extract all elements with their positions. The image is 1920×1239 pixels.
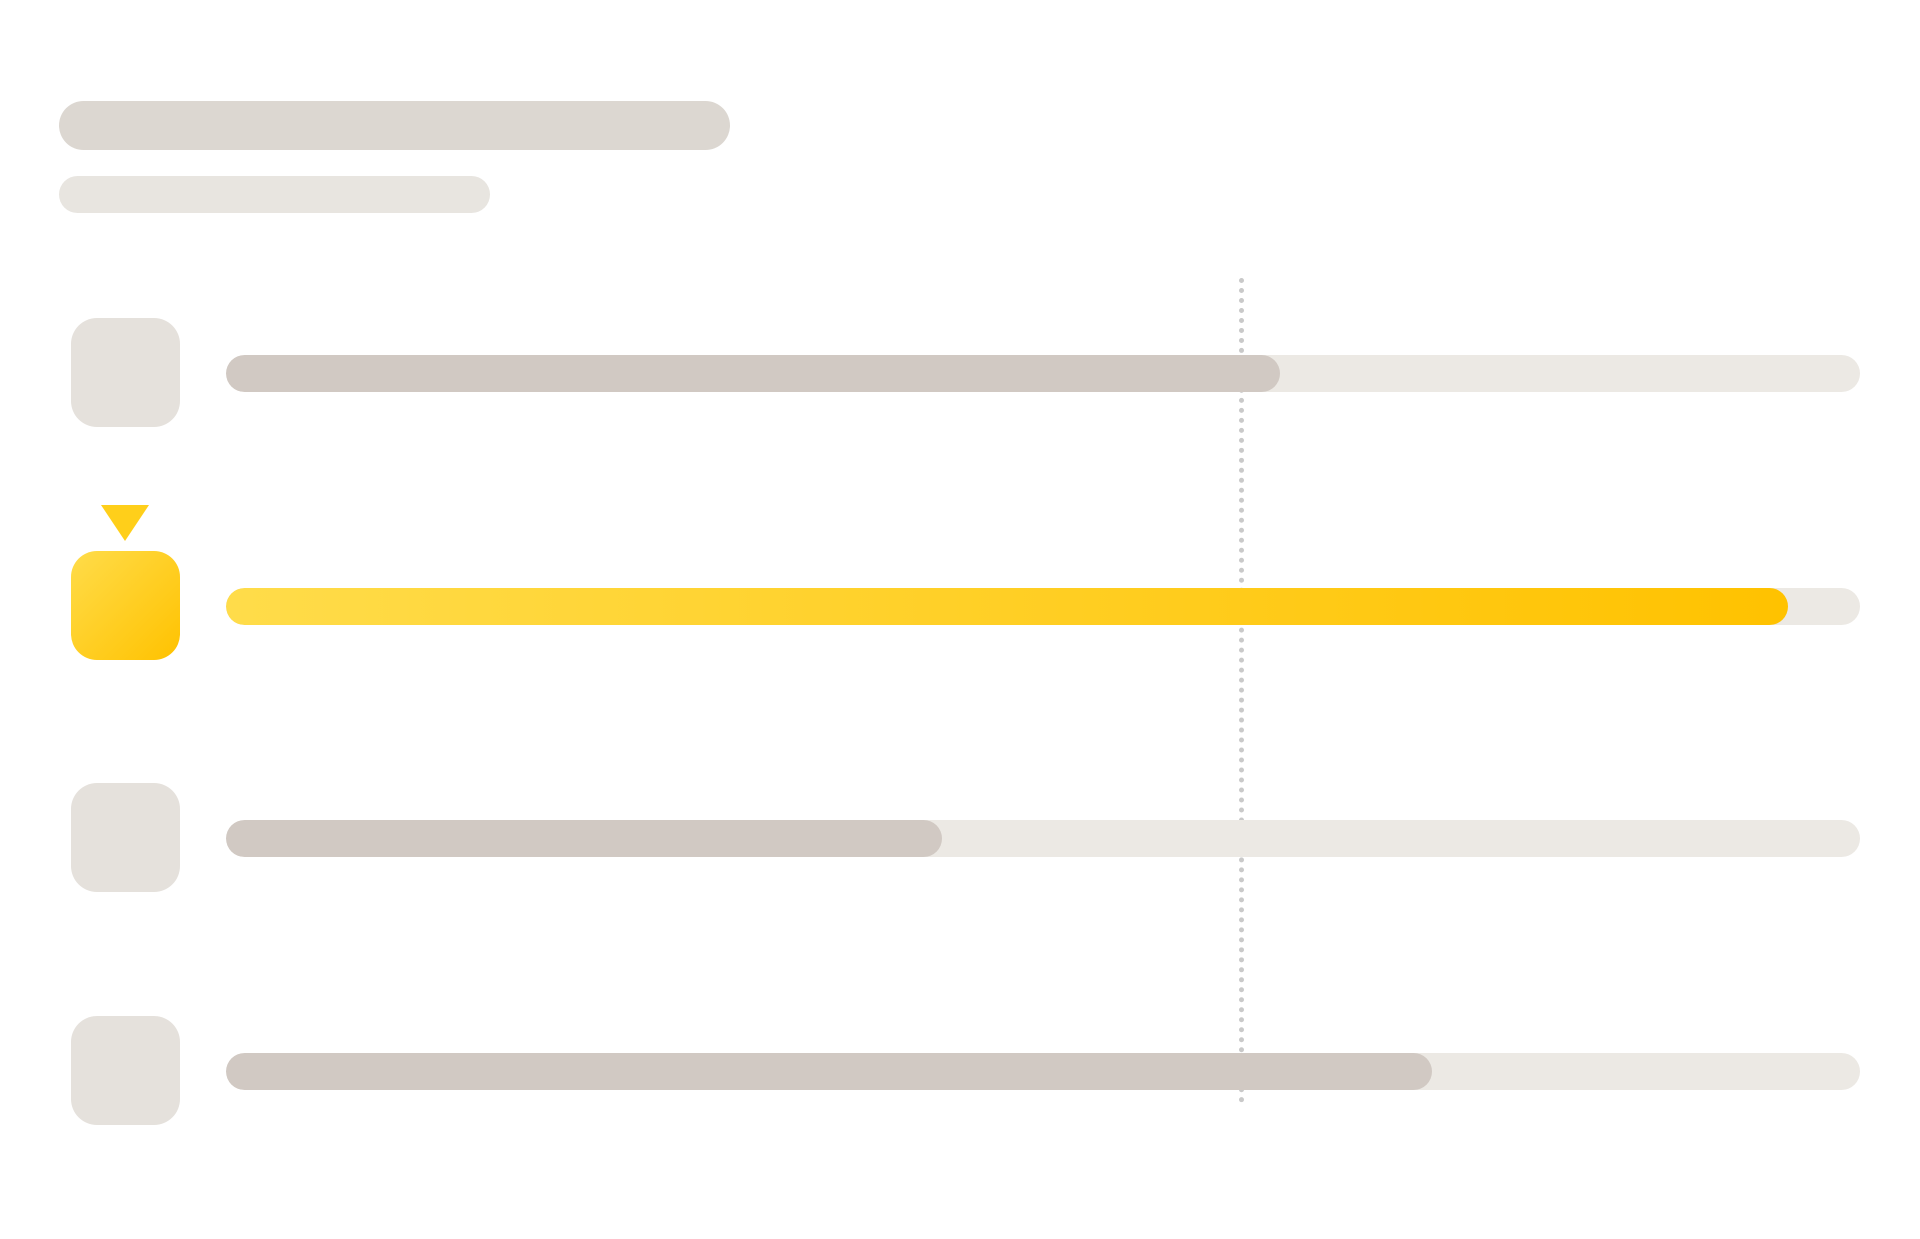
title-placeholder [59, 101, 730, 150]
list-item [0, 783, 1920, 893]
progress-track [226, 355, 1860, 392]
progress-fill [226, 1053, 1432, 1090]
avatar [71, 1016, 180, 1125]
average-line [1239, 278, 1245, 1103]
list-item [0, 318, 1920, 428]
progress-fill [226, 355, 1280, 392]
avatar [71, 318, 180, 427]
progress-fill [226, 588, 1789, 625]
list-item-highlighted [0, 505, 1920, 661]
progress-track [226, 588, 1860, 625]
subtitle-placeholder [59, 176, 490, 213]
current-user-marker-icon [101, 505, 149, 541]
avatar [71, 551, 180, 660]
progress-track [226, 820, 1860, 857]
progress-fill [226, 820, 942, 857]
list-item [0, 1016, 1920, 1126]
progress-track [226, 1053, 1860, 1090]
avatar [71, 783, 180, 892]
